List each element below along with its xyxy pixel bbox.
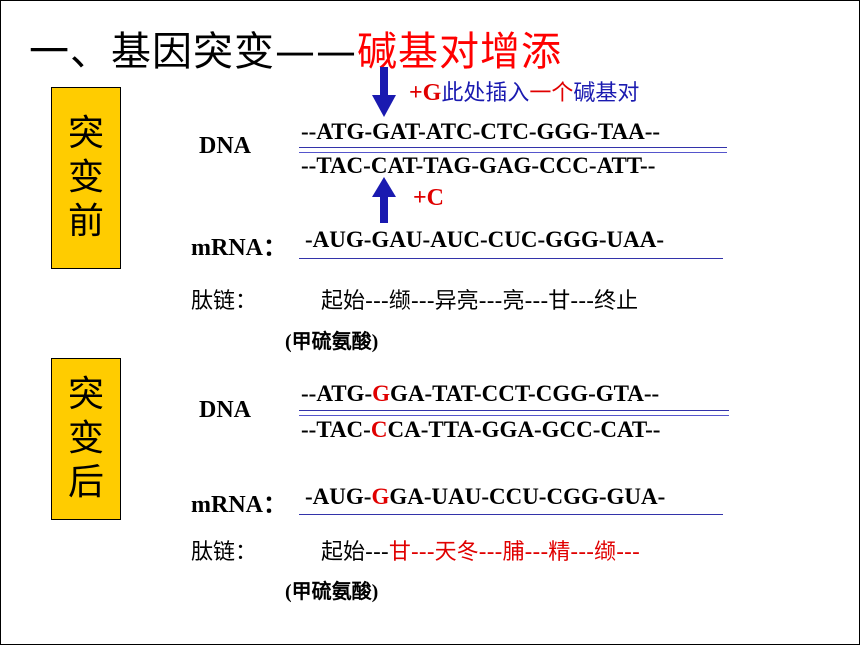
after-peptide-start: 起始--- [321, 540, 389, 565]
after-strand-1-suffix: GA-TAT-CCT-CGG-GTA-- [390, 381, 660, 406]
before-peptide-chain: 起始---缬---异亮---亮---甘---终止 [321, 289, 639, 314]
insertion-one: 一个 [529, 81, 574, 106]
after-strand-1-prefix: --ATG- [301, 381, 373, 406]
after-mrna-prefix: -AUG- [305, 484, 372, 509]
before-mrna-underline [299, 258, 723, 259]
before-strand-line-2 [299, 152, 727, 153]
after-methionine-note: (甲硫氨酸) [285, 581, 379, 603]
after-mrna-sequence: -AUG-GGA-UAU-CCU-CGG-GUA- [305, 484, 665, 510]
after-strand-2-inserted: C [370, 417, 388, 442]
before-mrna-label: mRNA： [191, 235, 287, 261]
before-box-char-3: 前 [67, 201, 104, 242]
insertion-bp: 碱基对 [573, 81, 640, 106]
after-box-char-3: 后 [67, 462, 104, 503]
after-strand-2-prefix: --TAC- [301, 417, 371, 442]
before-mutation-box: 突 变 前 [51, 87, 121, 269]
before-box-char-1: 突 [67, 113, 104, 154]
after-peptide-label: 肽链： [191, 540, 258, 565]
after-mrna-underline [299, 514, 723, 515]
after-dna-strand-2: --TAC-CCA-TTA-GGA-GCC-CAT-- [301, 417, 660, 443]
after-mrna-inserted: G [371, 484, 390, 509]
after-mutation-box: 突 变 后 [51, 358, 121, 520]
after-mrna-suffix: GA-UAU-CCU-CGG-GUA- [389, 484, 666, 509]
after-box-char-1: 突 [67, 374, 104, 415]
after-peptide-changed: 甘---天冬---脯---精---缬--- [388, 540, 640, 565]
before-mrna-sequence: -AUG-GAU-AUC-CUC-GGG-UAA- [305, 227, 664, 252]
after-dna-label: DNA [199, 397, 251, 423]
after-mrna-label: mRNA： [191, 492, 287, 518]
after-box-char-2: 变 [67, 418, 104, 459]
before-strand-line-1 [299, 147, 727, 148]
before-dna-strand-1: --ATG-GAT-ATC-CTC-GGG-TAA-- [301, 119, 661, 144]
after-strand-1-inserted: G [372, 381, 391, 406]
before-dna-strand-2: --TAC-CAT-TAG-GAG-CCC-ATT-- [301, 153, 656, 178]
after-strand-2-suffix: CA-TTA-GGA-GCC-CAT-- [387, 417, 661, 442]
insertion-note: +G此处插入一个碱基对 [409, 75, 639, 107]
title-highlight: 碱基对增添 [357, 29, 562, 75]
slide-title: 一、基因突变——碱基对增添 [29, 19, 562, 77]
up-arrow-icon [372, 177, 396, 223]
before-peptide-label: 肽链： [191, 289, 258, 314]
plus-g-label: +G [409, 80, 442, 106]
before-dna-label: DNA [199, 133, 251, 159]
after-strand-line-2 [299, 415, 729, 416]
before-methionine-note: (甲硫氨酸) [285, 331, 379, 353]
insertion-text: 此处插入 [441, 81, 530, 106]
title-main: 一、基因突变—— [29, 29, 357, 75]
after-peptide-chain: 起始---甘---天冬---脯---精---缬--- [321, 534, 640, 566]
after-dna-strand-1: --ATG-GGA-TAT-CCT-CGG-GTA-- [301, 381, 659, 407]
before-box-char-2: 变 [67, 157, 104, 198]
after-strand-line-1 [299, 410, 729, 411]
plus-c-label: +C [413, 185, 445, 211]
down-arrow-icon [372, 67, 396, 117]
